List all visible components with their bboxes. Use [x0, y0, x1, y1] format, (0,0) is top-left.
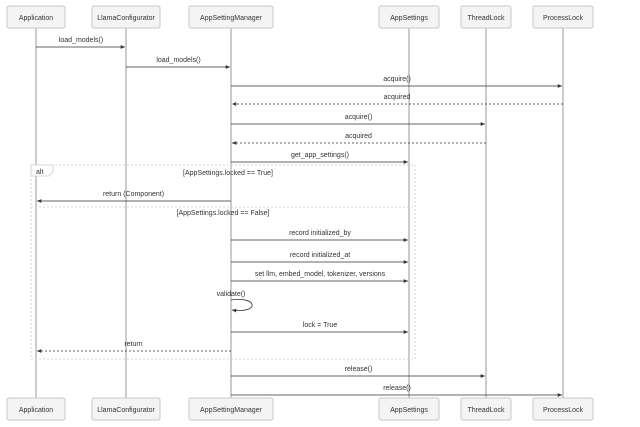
participant-box [460, 5, 512, 29]
participant-llamaconfigurator-bottom: LlamaConfigurator [91, 397, 161, 421]
participant-label: Application [19, 15, 53, 22]
participant-application-top: Application [6, 5, 66, 29]
participant-label: AppSettings [390, 407, 428, 414]
participant-appsettings-top: AppSettings [378, 5, 440, 29]
message-label: return (Component) [103, 191, 164, 198]
participant-box [188, 5, 274, 29]
participant-label: ThreadLock [468, 15, 505, 22]
participant-label: ProcessLock [543, 15, 584, 22]
message-label: load_models() [156, 57, 200, 64]
message-label: acquire() [383, 76, 411, 83]
alt-keyword: alt [36, 169, 43, 176]
alt-condition-false: [AppSettings.locked == False] [177, 210, 270, 217]
participants-bottom: Application LlamaConfigurator AppSettingMa… [6, 397, 594, 421]
participant-box [6, 397, 66, 421]
message-label: record initialized_at [290, 252, 350, 259]
participant-application-bottom: Application [6, 397, 66, 421]
participant-label: AppSettingManager [200, 407, 263, 414]
alt-frame-border [30, 164, 416, 360]
participant-box [91, 397, 161, 421]
alt-condition-true: [AppSettings.locked == True] [183, 170, 273, 177]
message-label: load_models() [59, 37, 103, 44]
participant-label: LlamaConfigurator [97, 15, 155, 22]
participant-llamaconfigurator-top: LlamaConfigurator [91, 5, 161, 29]
participant-box [188, 397, 274, 421]
participant-appsettingmanager-top: AppSettingManager [188, 5, 274, 29]
message-label: return [124, 341, 142, 348]
participant-label: ProcessLock [543, 407, 584, 414]
message-label: get_app_settings() [291, 152, 349, 159]
participant-threadlock-top: ThreadLock [460, 5, 512, 29]
participant-processlock-bottom: ProcessLock [532, 397, 594, 421]
message-label: validate() [217, 291, 246, 298]
participant-label: AppSettingManager [200, 15, 263, 22]
participant-appsettings-bottom: AppSettings [378, 397, 440, 421]
lifelines [35, 28, 564, 398]
messages: load_models() load_models() acquire() acqui… [36, 37, 563, 397]
participant-box [532, 5, 594, 29]
participant-box [378, 397, 440, 421]
participants-top: Application LlamaConfigurator AppSettingMa… [6, 5, 594, 29]
message-label: record initialized_by [289, 230, 351, 237]
message-label: acquire() [345, 114, 373, 121]
participant-box [460, 397, 512, 421]
participant-label: AppSettings [390, 15, 428, 22]
participant-label: ThreadLock [468, 407, 505, 414]
message-label: acquired [345, 133, 372, 140]
message-label: release() [345, 366, 373, 373]
participant-box [91, 5, 161, 29]
message-label: release() [383, 385, 411, 392]
message-label: set llm, embed_model, tokenizer, version… [255, 271, 386, 278]
message-label: lock = True [303, 322, 338, 329]
participant-box [378, 5, 440, 29]
participant-label: Application [19, 407, 53, 414]
participant-threadlock-bottom: ThreadLock [460, 397, 512, 421]
alt-frame: alt [AppSettings.locked == True] [AppSet… [30, 164, 416, 360]
message-label: acquired [384, 94, 411, 101]
participant-box [6, 5, 66, 29]
participant-processlock-top: ProcessLock [532, 5, 594, 29]
alt-frame-tab [30, 164, 54, 177]
participant-box [532, 397, 594, 421]
self-message-arrow [230, 299, 253, 313]
participant-label: LlamaConfigurator [97, 407, 155, 414]
participant-appsettingmanager-bottom: AppSettingManager [188, 397, 274, 421]
